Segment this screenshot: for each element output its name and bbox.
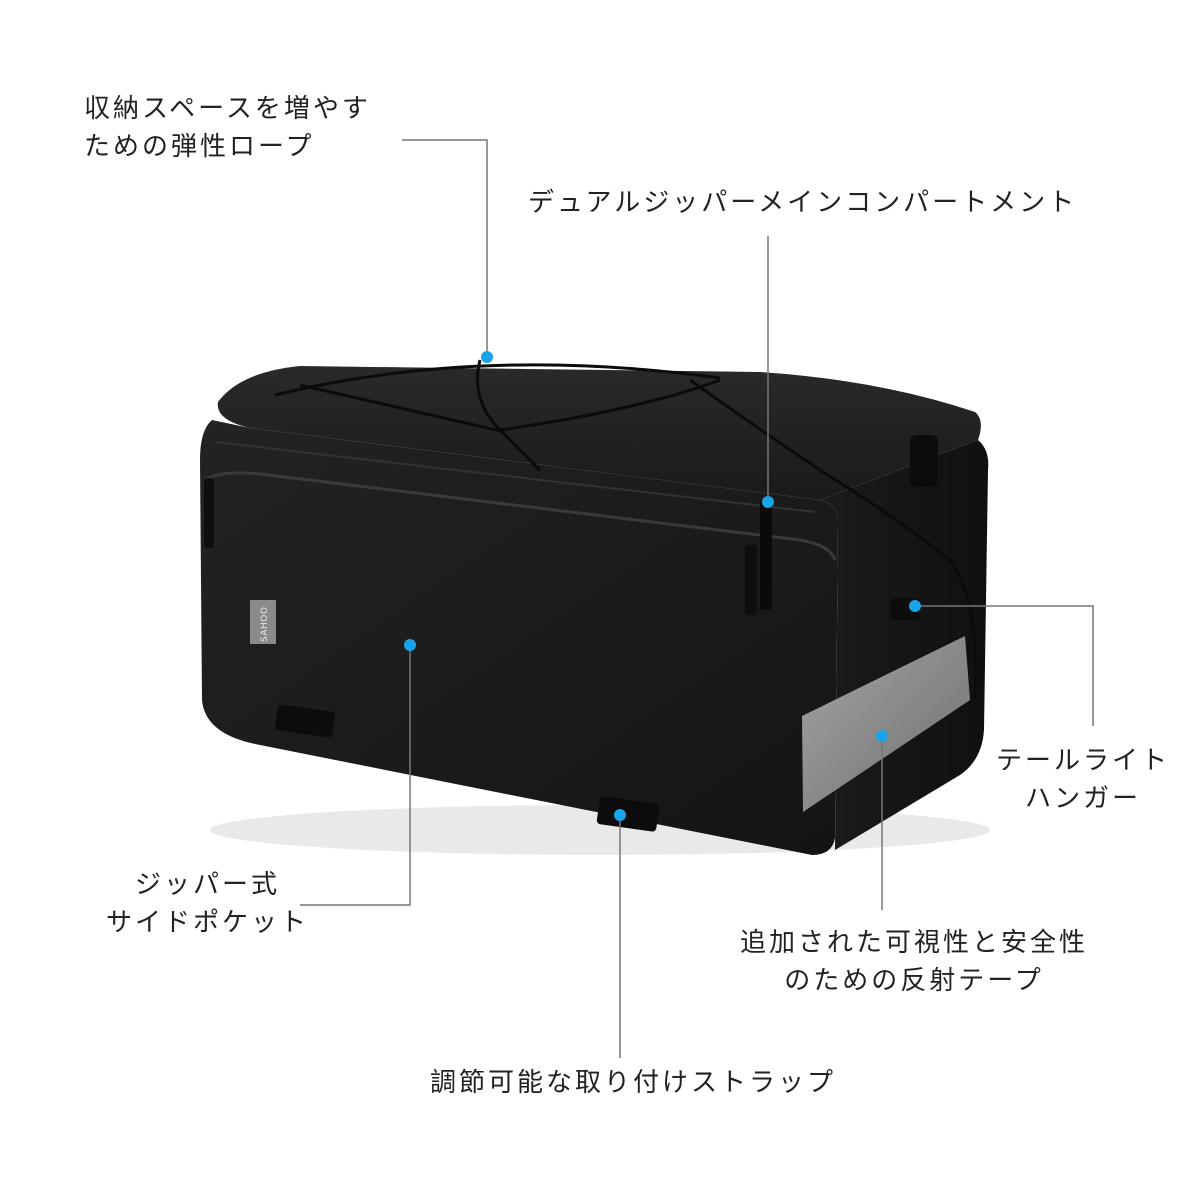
mounting-strap-left [274,704,336,738]
callout-main-compartment: デュアルジッパーメインコンパートメント [528,184,1077,222]
callout-reflective-tape: 追加された可視性と安全性 のための反射テープ [740,924,1088,1000]
bag-top-panel [217,366,981,500]
callout-elastic-rope: 収納スペースを増やす ための弾性ロープ [84,90,371,166]
dot-side-pocket [404,639,416,651]
brand-logo-text: SAHOO [260,607,270,642]
dot-elastic-rope [481,351,493,363]
dot-taillight-hanger [909,600,921,612]
callout-reflective-tape-line1: 追加された可視性と安全性 [740,928,1089,958]
trunk-bag: SAHOO [200,359,989,855]
callout-reflective-tape-line2: のための反射テープ [784,966,1044,996]
callout-taillight-hanger-line1: テールライト [996,746,1171,776]
leader-elastic-rope [402,139,488,355]
callout-taillight-hanger: テールライト ハンガー [996,742,1170,818]
callout-side-pocket-line2: サイドポケット [106,908,310,938]
callout-mounting-straps: 調節可能な取り付けストラップ [430,1064,836,1102]
mounting-strap-right [596,796,660,832]
leader-taillight-hanger [915,605,1094,726]
callout-side-pocket-line1: ジッパー式 [135,870,281,900]
main-zipper-pull [760,500,772,610]
callout-side-pocket: ジッパー式 サイドポケット [106,866,309,942]
pocket-zipper-seam [204,471,837,561]
callout-main-compartment-line1: デュアルジッパーメインコンパートメント [528,188,1078,218]
callout-taillight-hanger-line2: ハンガー [1025,784,1142,814]
dot-mounting-straps [614,809,626,821]
callout-elastic-rope-line2: ための弾性ロープ [84,132,315,162]
callout-dots [404,351,921,821]
leader-side-pocket [300,645,411,906]
pocket-top-seam [214,441,816,513]
bag-front-panel [200,420,838,855]
reflective-strip [802,636,970,812]
dot-main-compartment [762,496,774,508]
brand-logo: SAHOO [250,600,276,644]
dot-reflective-tape [876,730,888,742]
callout-elastic-rope-line1: 収納スペースを増やす [84,94,371,124]
zipper-pull-right [745,545,757,615]
leader-lines [300,139,1094,1058]
top-buckle [910,435,938,487]
callout-mounting-straps-line1: 調節可能な取り付けストラップ [430,1068,837,1098]
elastic-rope [274,359,978,701]
zipper-pull-left [204,478,214,548]
